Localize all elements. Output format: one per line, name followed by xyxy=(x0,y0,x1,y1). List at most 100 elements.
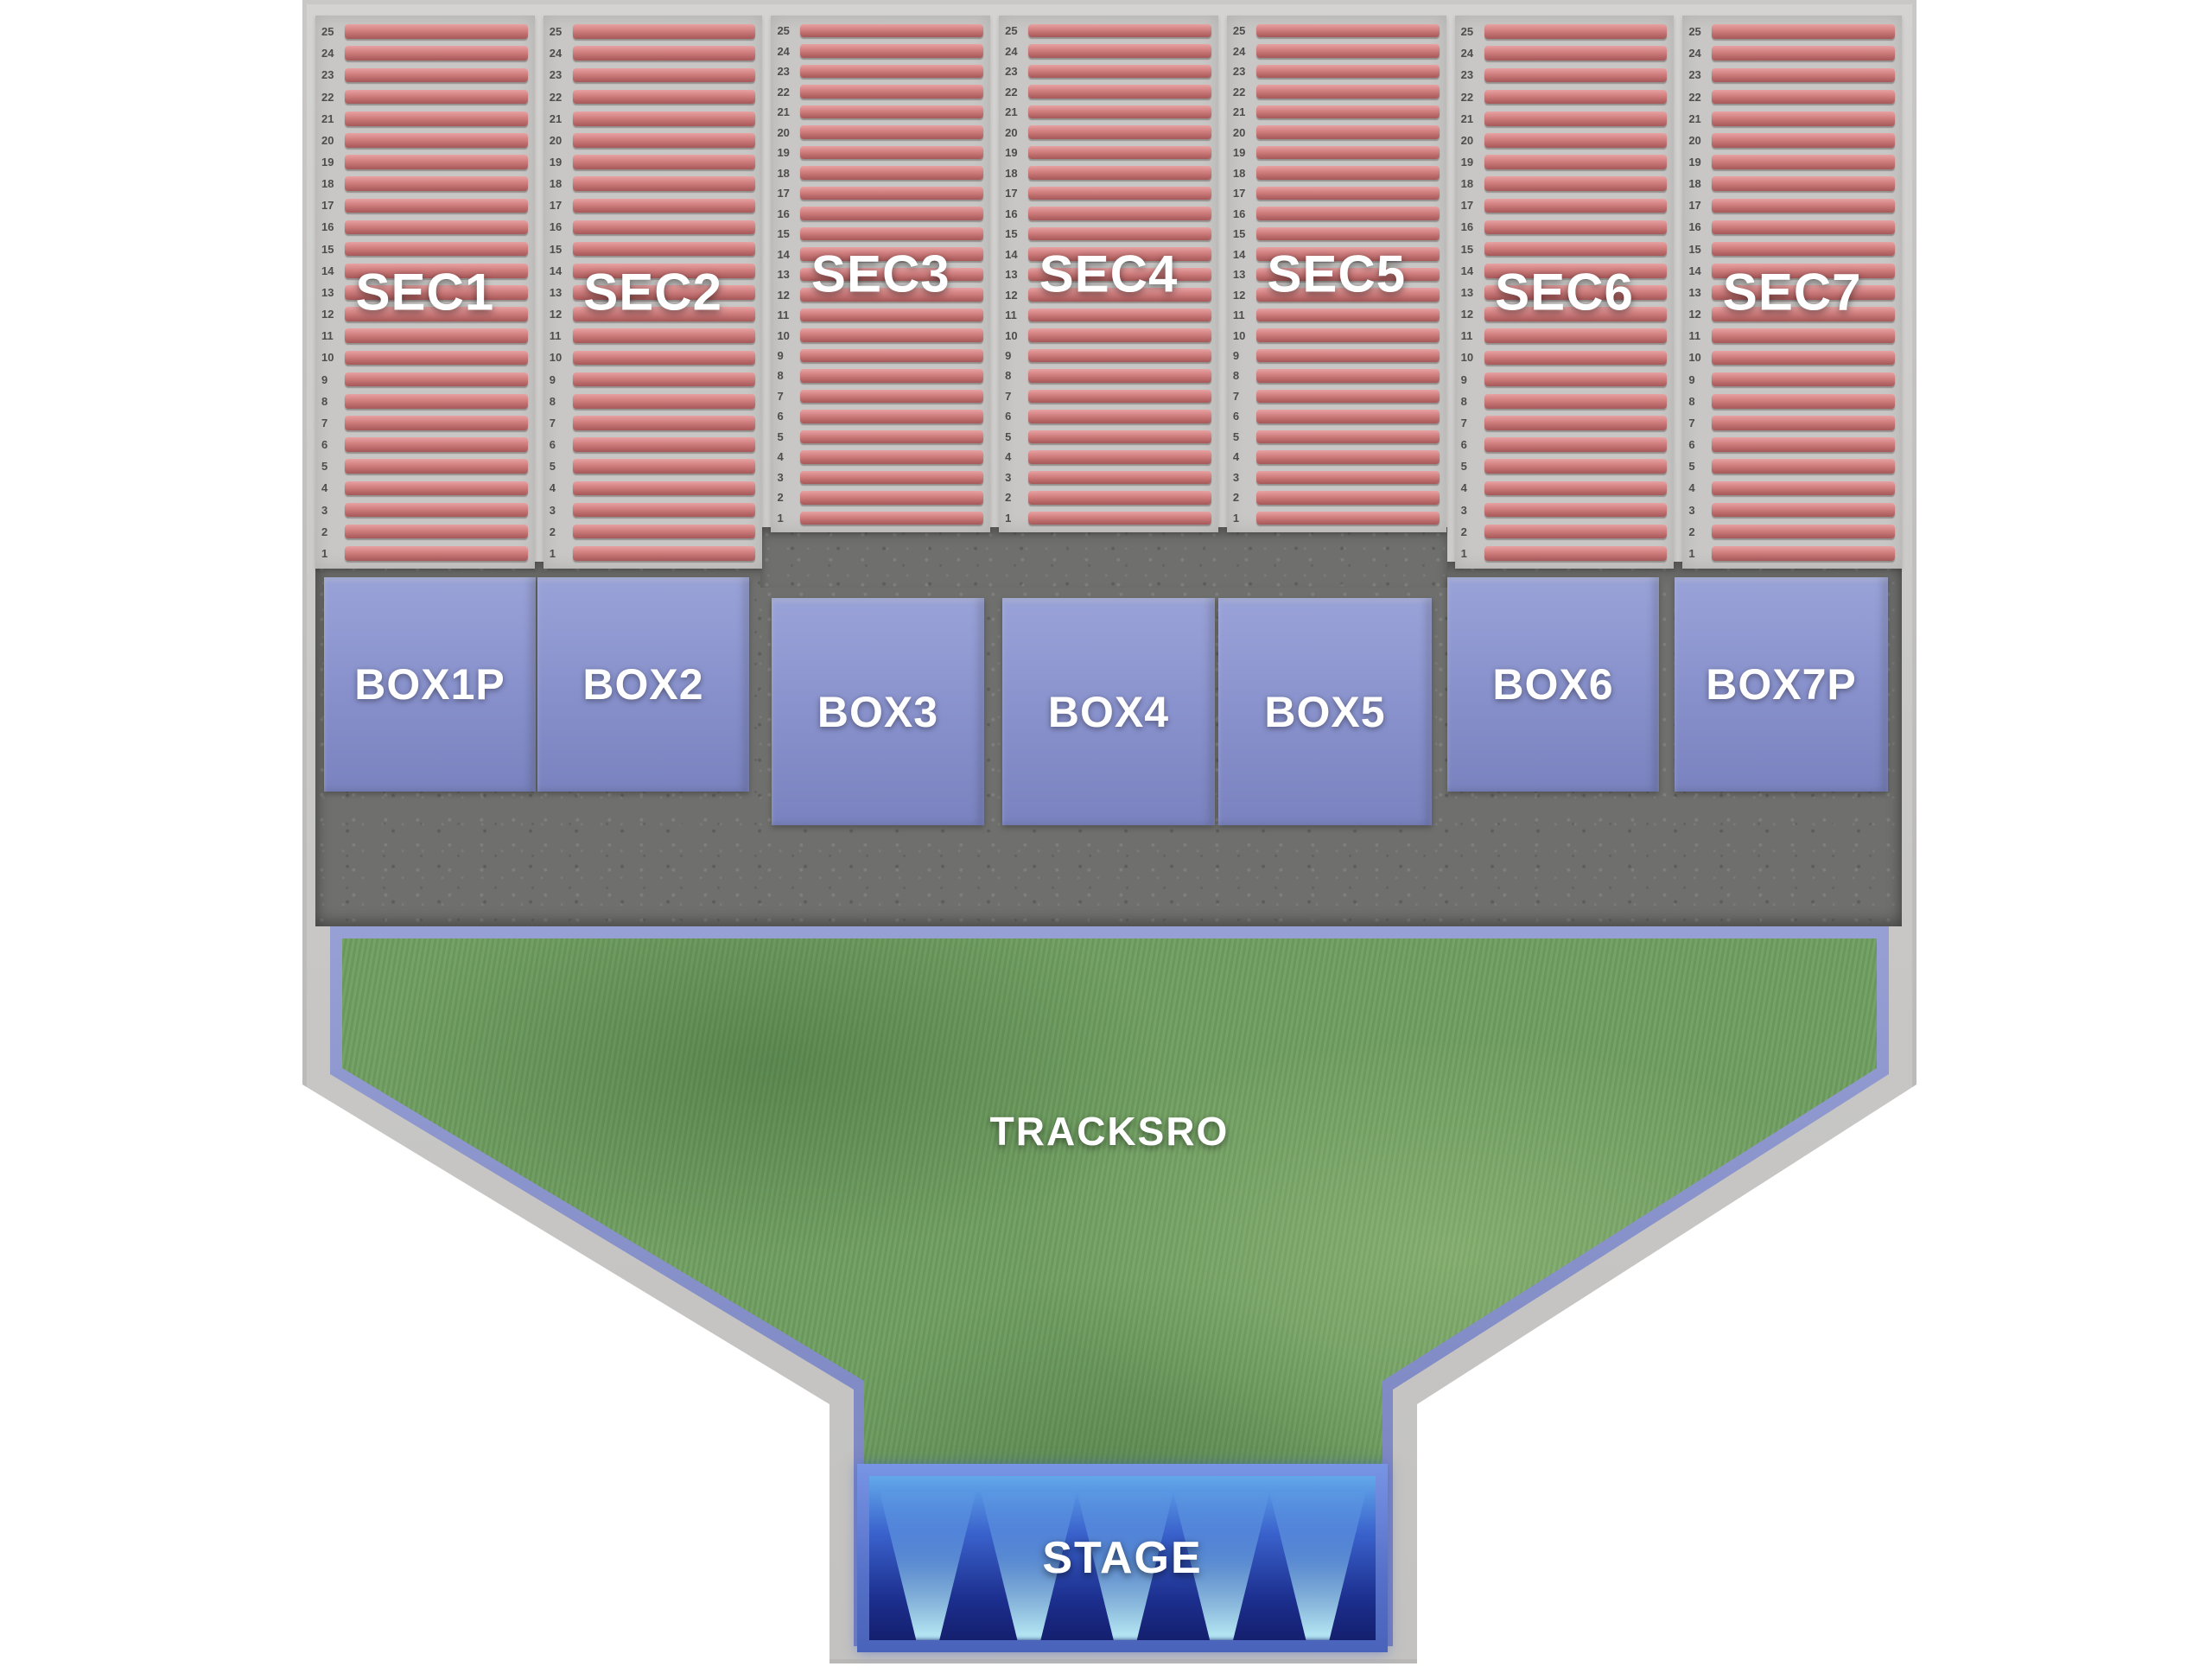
stage-label: STAGE xyxy=(1042,1533,1203,1583)
seat-row: 22 xyxy=(319,86,530,107)
seat-row-bar xyxy=(1255,410,1440,423)
row-number: 3 xyxy=(1460,503,1467,517)
row-number: 15 xyxy=(1460,242,1474,256)
box-label: BOX1P xyxy=(354,660,505,709)
seat-row-bar xyxy=(800,491,984,505)
seat-row: 21 xyxy=(1459,108,1669,130)
box-box2[interactable]: BOX2 xyxy=(537,577,749,792)
row-number: 24 xyxy=(1005,44,1018,58)
row-number: 8 xyxy=(321,394,328,408)
seat-row: 12 xyxy=(319,303,530,325)
seat-row-bar xyxy=(1028,125,1211,139)
seat-row: 24 xyxy=(319,42,530,64)
seat-row-bar xyxy=(800,328,984,342)
seat-row-bar xyxy=(800,450,984,464)
seat-row-bar xyxy=(1255,44,1440,58)
seat-row-bar xyxy=(572,480,756,496)
row-number: 17 xyxy=(1688,199,1701,213)
seat-row: 3 xyxy=(1459,499,1669,520)
seat-row-bar xyxy=(1028,24,1211,38)
seat-row: 6 xyxy=(1459,434,1669,455)
seat-row-bar xyxy=(1028,450,1211,464)
seat-row-bar xyxy=(572,67,756,83)
box-box3[interactable]: BOX3 xyxy=(772,598,984,825)
row-number: 22 xyxy=(1005,85,1018,99)
seat-row-bar xyxy=(1484,350,1668,366)
seat-row-bar xyxy=(345,176,528,191)
row-number: 1 xyxy=(777,511,784,525)
seat-row-bar xyxy=(1484,24,1668,39)
row-number: 9 xyxy=(1005,348,1012,362)
seat-row-bar xyxy=(1255,64,1440,79)
seat-row: 20 xyxy=(1686,130,1897,151)
seat-row-bar xyxy=(1255,186,1440,200)
seat-row: 2 xyxy=(1002,487,1213,507)
seat-row: 15 xyxy=(1230,224,1441,244)
row-number: 14 xyxy=(1460,264,1474,277)
seat-row-bar xyxy=(1028,429,1211,444)
box-box6[interactable]: BOX6 xyxy=(1447,577,1659,792)
seat-row: 17 xyxy=(1459,194,1669,216)
row-number: 8 xyxy=(549,394,556,408)
row-number: 4 xyxy=(549,481,556,495)
section-label: SEC3 xyxy=(810,245,950,303)
seat-row-bar xyxy=(800,247,984,261)
seat-row-bar xyxy=(1484,133,1668,148)
seat-row-bar xyxy=(1028,470,1211,485)
seat-row: 20 xyxy=(1459,130,1669,151)
tracksro-label: TRACKSRO xyxy=(989,1109,1230,1154)
seat-row: 13 xyxy=(319,282,530,303)
seat-row-bar xyxy=(1484,524,1668,539)
box-box5[interactable]: BOX5 xyxy=(1218,598,1432,825)
section-label: SEC2 xyxy=(583,263,722,321)
seat-row-bar xyxy=(1028,145,1211,160)
row-number: 23 xyxy=(1005,65,1018,79)
seat-row-bar xyxy=(1712,219,1896,235)
box-box7p[interactable]: BOX7P xyxy=(1675,577,1888,792)
seat-row: 17 xyxy=(1002,183,1213,203)
seat-row-bar xyxy=(1028,308,1211,322)
seat-row-bar xyxy=(572,350,756,366)
row-number: 4 xyxy=(777,450,784,464)
seat-row: 10 xyxy=(1459,347,1669,368)
seat-row-bar xyxy=(345,285,528,300)
seat-row: 20 xyxy=(547,130,758,151)
seat-row: 11 xyxy=(1459,325,1669,347)
row-number: 18 xyxy=(1232,166,1246,180)
seat-row: 7 xyxy=(774,386,985,406)
seat-row-bar xyxy=(1484,416,1668,430)
seat-row-bar xyxy=(800,186,984,200)
row-number: 21 xyxy=(549,111,563,125)
seat-row-bar xyxy=(1255,450,1440,464)
row-number: 10 xyxy=(321,351,334,365)
row-number: 2 xyxy=(549,525,556,538)
seat-row: 23 xyxy=(319,64,530,86)
seat-row-bar xyxy=(1028,105,1211,119)
box-box4[interactable]: BOX4 xyxy=(1002,598,1215,825)
row-number: 22 xyxy=(1232,85,1246,99)
seat-row-bar xyxy=(1484,328,1668,344)
seat-row-bar xyxy=(345,155,528,169)
row-number: 22 xyxy=(1460,90,1474,104)
seat-row: 13 xyxy=(1459,282,1669,303)
seat-row-bar xyxy=(800,267,984,282)
seat-row: 2 xyxy=(319,521,530,543)
seat-row-bar xyxy=(1712,67,1896,83)
row-number: 2 xyxy=(321,525,328,538)
seat-row: 10 xyxy=(319,347,530,368)
seat-row-bar xyxy=(1484,264,1668,278)
seat-row-bar xyxy=(1712,546,1896,561)
row-number: 7 xyxy=(1688,416,1695,429)
seat-row-bar xyxy=(1028,511,1211,525)
box-box1p[interactable]: BOX1P xyxy=(324,577,536,792)
row-number: 13 xyxy=(777,268,790,282)
row-number: 25 xyxy=(1232,24,1246,38)
